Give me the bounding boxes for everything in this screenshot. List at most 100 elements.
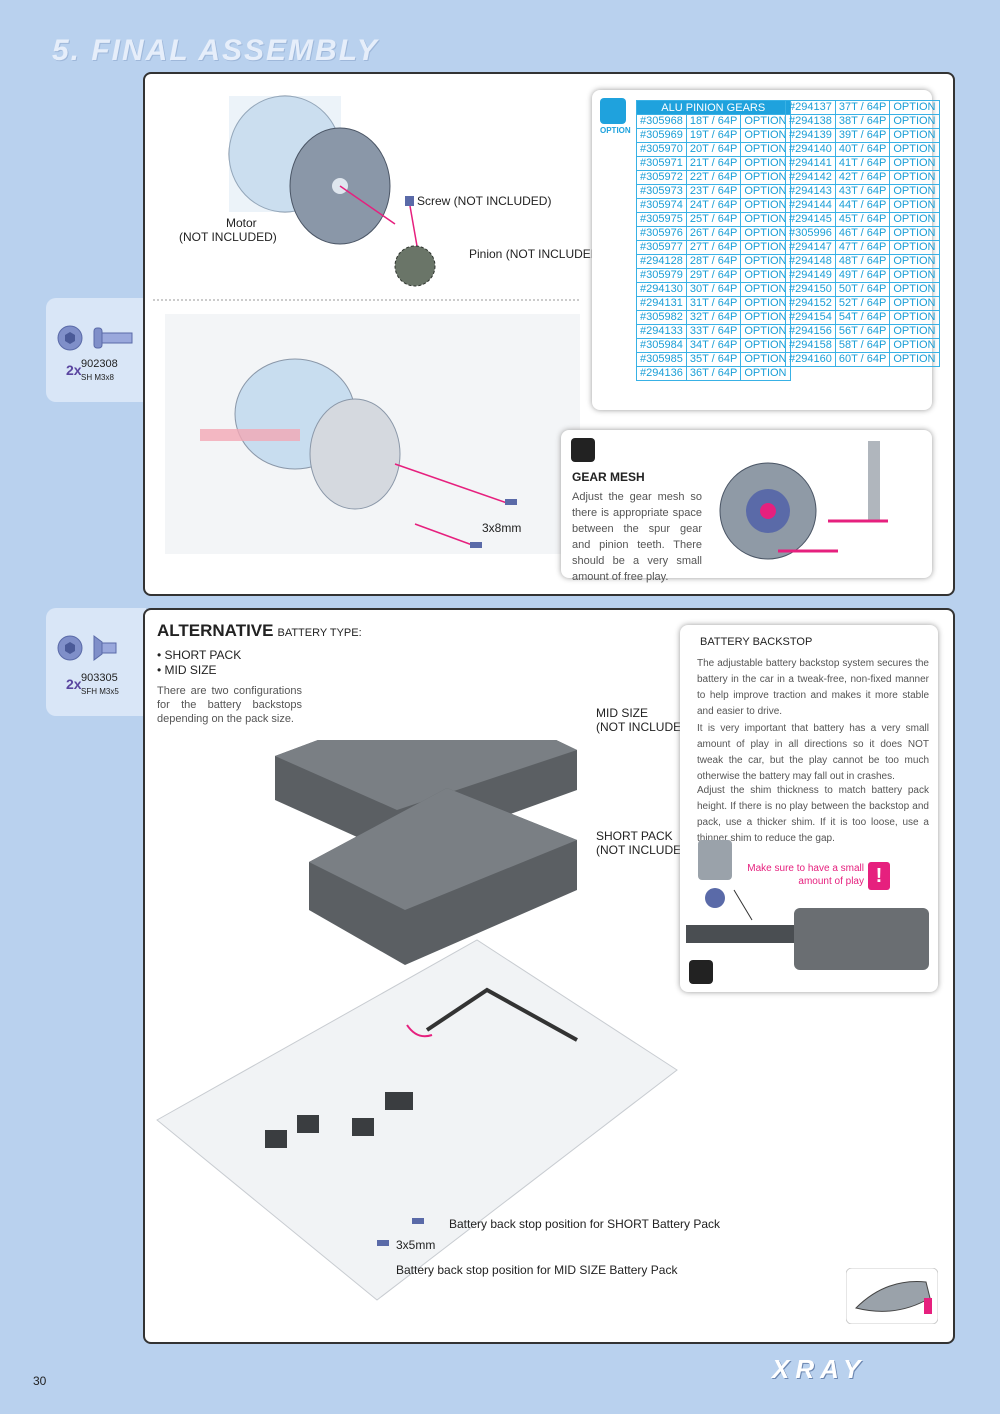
table-cell: OPTION bbox=[889, 240, 940, 255]
page-title: 5. FINAL ASSEMBLY bbox=[52, 34, 379, 67]
table-cell: OPTION bbox=[889, 324, 940, 339]
table-cell: #294152 bbox=[785, 296, 836, 311]
table-cell: OPTION bbox=[740, 128, 791, 143]
table-cell: OPTION bbox=[889, 198, 940, 213]
magnifier-icon bbox=[689, 960, 713, 984]
table-cell: 42T / 64P bbox=[834, 170, 891, 185]
table-cell: #294133 bbox=[636, 324, 687, 339]
table-cell: #294139 bbox=[785, 128, 836, 143]
table-cell: 56T / 64P bbox=[834, 324, 891, 339]
gear-mesh-text: Adjust the gear mesh so there is appropr… bbox=[572, 491, 702, 583]
table-cell: #294158 bbox=[785, 338, 836, 353]
table-cell: #305976 bbox=[636, 226, 687, 241]
car-warning-icon bbox=[846, 1268, 938, 1324]
table-cell: OPTION bbox=[740, 226, 791, 241]
table-cell: #294130 bbox=[636, 282, 687, 297]
table-cell: 24T / 64P bbox=[685, 198, 742, 213]
table-cell: 52T / 64P bbox=[834, 296, 891, 311]
table-cell: 39T / 64P bbox=[834, 128, 891, 143]
brand-logo: XRAY bbox=[772, 1354, 867, 1384]
table-cell: #294136 bbox=[636, 366, 687, 381]
table-cell: 21T / 64P bbox=[685, 156, 742, 171]
bullet-mid-size: • MID SIZE bbox=[157, 663, 217, 677]
table-cell: OPTION bbox=[740, 366, 791, 381]
table-cell: 23T / 64P bbox=[685, 184, 742, 199]
table-cell: 38T / 64P bbox=[834, 114, 891, 129]
table-cell: #305968 bbox=[636, 114, 687, 129]
table-cell: 35T / 64P bbox=[685, 352, 742, 367]
table-cell: 22T / 64P bbox=[685, 170, 742, 185]
table-cell: 18T / 64P bbox=[685, 114, 742, 129]
motor-label: Motor bbox=[226, 216, 257, 230]
table-cell: OPTION bbox=[740, 198, 791, 213]
table-cell: #294160 bbox=[785, 352, 836, 367]
part-desc: SFH M3x5 bbox=[81, 687, 119, 696]
table-cell: #294142 bbox=[785, 170, 836, 185]
table-cell: 44T / 64P bbox=[834, 198, 891, 213]
table-cell: #305977 bbox=[636, 240, 687, 255]
table-cell: OPTION bbox=[889, 100, 940, 115]
table-cell: #294144 bbox=[785, 198, 836, 213]
table-cell: #294141 bbox=[785, 156, 836, 171]
table-cell: #294156 bbox=[785, 324, 836, 339]
table-cell: #305970 bbox=[636, 142, 687, 157]
battery-assembly-illustration bbox=[156, 740, 678, 1301]
table-cell: #305975 bbox=[636, 212, 687, 227]
table-cell: 25T / 64P bbox=[685, 212, 742, 227]
table-cell: OPTION bbox=[740, 254, 791, 269]
alternative-subtitle: BATTERY TYPE: bbox=[277, 627, 362, 639]
table-cell: 49T / 64P bbox=[834, 268, 891, 283]
table-cell: OPTION bbox=[889, 142, 940, 157]
screw-3x5-label: 3x5mm bbox=[396, 1238, 436, 1252]
table-cell: 19T / 64P bbox=[685, 128, 742, 143]
short-pack-not-included: (NOT INCLUDED) bbox=[596, 843, 694, 857]
table-cell: 31T / 64P bbox=[685, 296, 742, 311]
table-cell: 30T / 64P bbox=[685, 282, 742, 297]
table-cell: OPTION bbox=[740, 156, 791, 171]
table-cell: #294128 bbox=[636, 254, 687, 269]
table-cell: #294140 bbox=[785, 142, 836, 157]
table-cell: 48T / 64P bbox=[834, 254, 891, 269]
table-cell: OPTION bbox=[740, 142, 791, 157]
table-cell: #294148 bbox=[785, 254, 836, 269]
table-cell: #294137 bbox=[785, 100, 836, 115]
table-cell: #305972 bbox=[636, 170, 687, 185]
table-cell: OPTION bbox=[889, 310, 940, 325]
table-cell: #294150 bbox=[785, 282, 836, 297]
parts-tab-2: 2x 903305 SFH M3x5 bbox=[46, 608, 146, 716]
table-cell: OPTION bbox=[889, 156, 940, 171]
table-cell: 41T / 64P bbox=[834, 156, 891, 171]
table-cell: OPTION bbox=[740, 310, 791, 325]
table-cell: 34T / 64P bbox=[685, 338, 742, 353]
table-cell: OPTION bbox=[889, 128, 940, 143]
table-cell: OPTION bbox=[889, 212, 940, 227]
screw-size-label: 3x8mm bbox=[482, 521, 522, 535]
table-cell: #305982 bbox=[636, 310, 687, 325]
table-cell: #294154 bbox=[785, 310, 836, 325]
table-cell: 32T / 64P bbox=[685, 310, 742, 325]
table-cell: 29T / 64P bbox=[685, 268, 742, 283]
backstop-detail-illustration bbox=[686, 840, 929, 970]
screw-sh-icon bbox=[57, 325, 133, 351]
table-cell: 46T / 64P bbox=[834, 226, 891, 241]
